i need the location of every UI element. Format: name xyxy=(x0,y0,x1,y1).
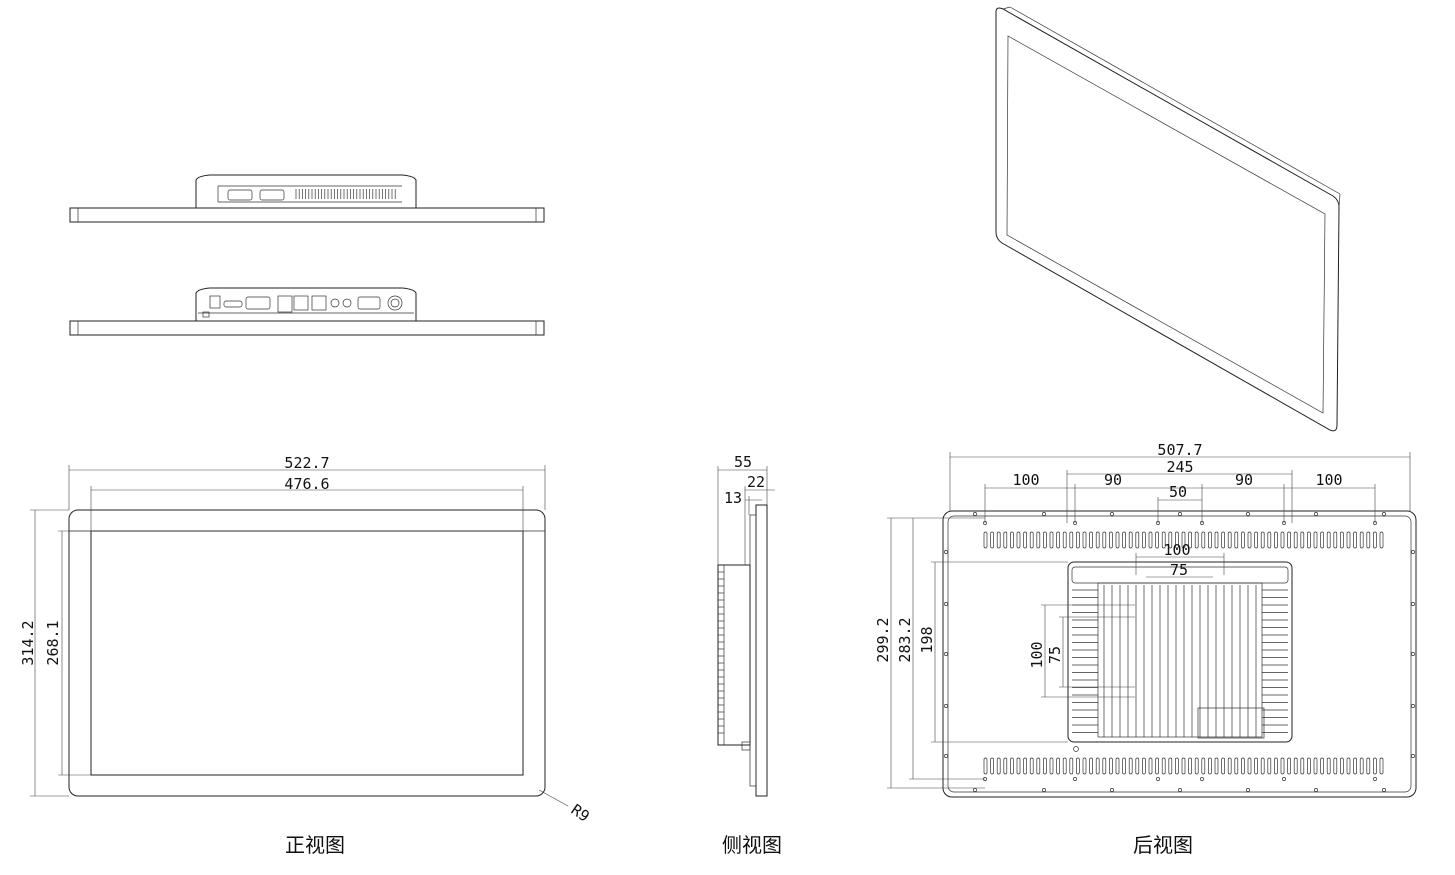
side-heatsink-fins xyxy=(718,571,724,734)
dim-rear-left-100: 100 xyxy=(1012,471,1039,489)
dim-vesa-100-h: 100 xyxy=(1163,541,1190,559)
dim-corner-radius: R9 xyxy=(568,801,593,826)
dim-rear-245: 245 xyxy=(1166,458,1193,476)
dim-rear-height-299: 299.2 xyxy=(874,617,892,662)
rear-view xyxy=(887,452,1417,798)
vent-slots-top xyxy=(295,189,396,199)
front-view xyxy=(30,465,569,807)
isometric-view xyxy=(995,6,1341,432)
dim-rear-right-90: 90 xyxy=(1235,471,1253,489)
dim-rear-center-50: 50 xyxy=(1169,483,1187,501)
dim-vesa-75-v: 75 xyxy=(1046,646,1064,664)
dim-vesa-75-h: 75 xyxy=(1170,561,1188,579)
dim-height-outer: 314.2 xyxy=(19,620,37,665)
rear-heatsink-fins xyxy=(1072,585,1288,737)
top-view-upper xyxy=(69,174,545,223)
rear-vent-slots xyxy=(983,531,1384,775)
dim-depth-22: 22 xyxy=(747,473,765,491)
caption-rear-view: 后视图 xyxy=(1133,833,1193,857)
top-view-io xyxy=(69,287,545,336)
dim-width-outer: 522.7 xyxy=(284,454,329,472)
dim-rear-right-100: 100 xyxy=(1315,471,1342,489)
dim-rear-height-283: 283.2 xyxy=(896,617,914,662)
dim-rear-left-90: 90 xyxy=(1104,471,1122,489)
dim-depth-13: 13 xyxy=(724,489,742,507)
caption-front-view: 正视图 xyxy=(285,833,345,857)
dim-height-inner: 268.1 xyxy=(44,620,62,665)
dim-depth-total: 55 xyxy=(734,453,752,471)
caption-side-view: 侧视图 xyxy=(722,833,782,857)
dim-width-inner: 476.6 xyxy=(284,475,329,493)
dim-rear-width: 507.7 xyxy=(1157,441,1202,459)
dim-vesa-100-v: 100 xyxy=(1028,641,1046,668)
side-view xyxy=(717,466,775,797)
dim-rear-height-198: 198 xyxy=(918,626,936,653)
